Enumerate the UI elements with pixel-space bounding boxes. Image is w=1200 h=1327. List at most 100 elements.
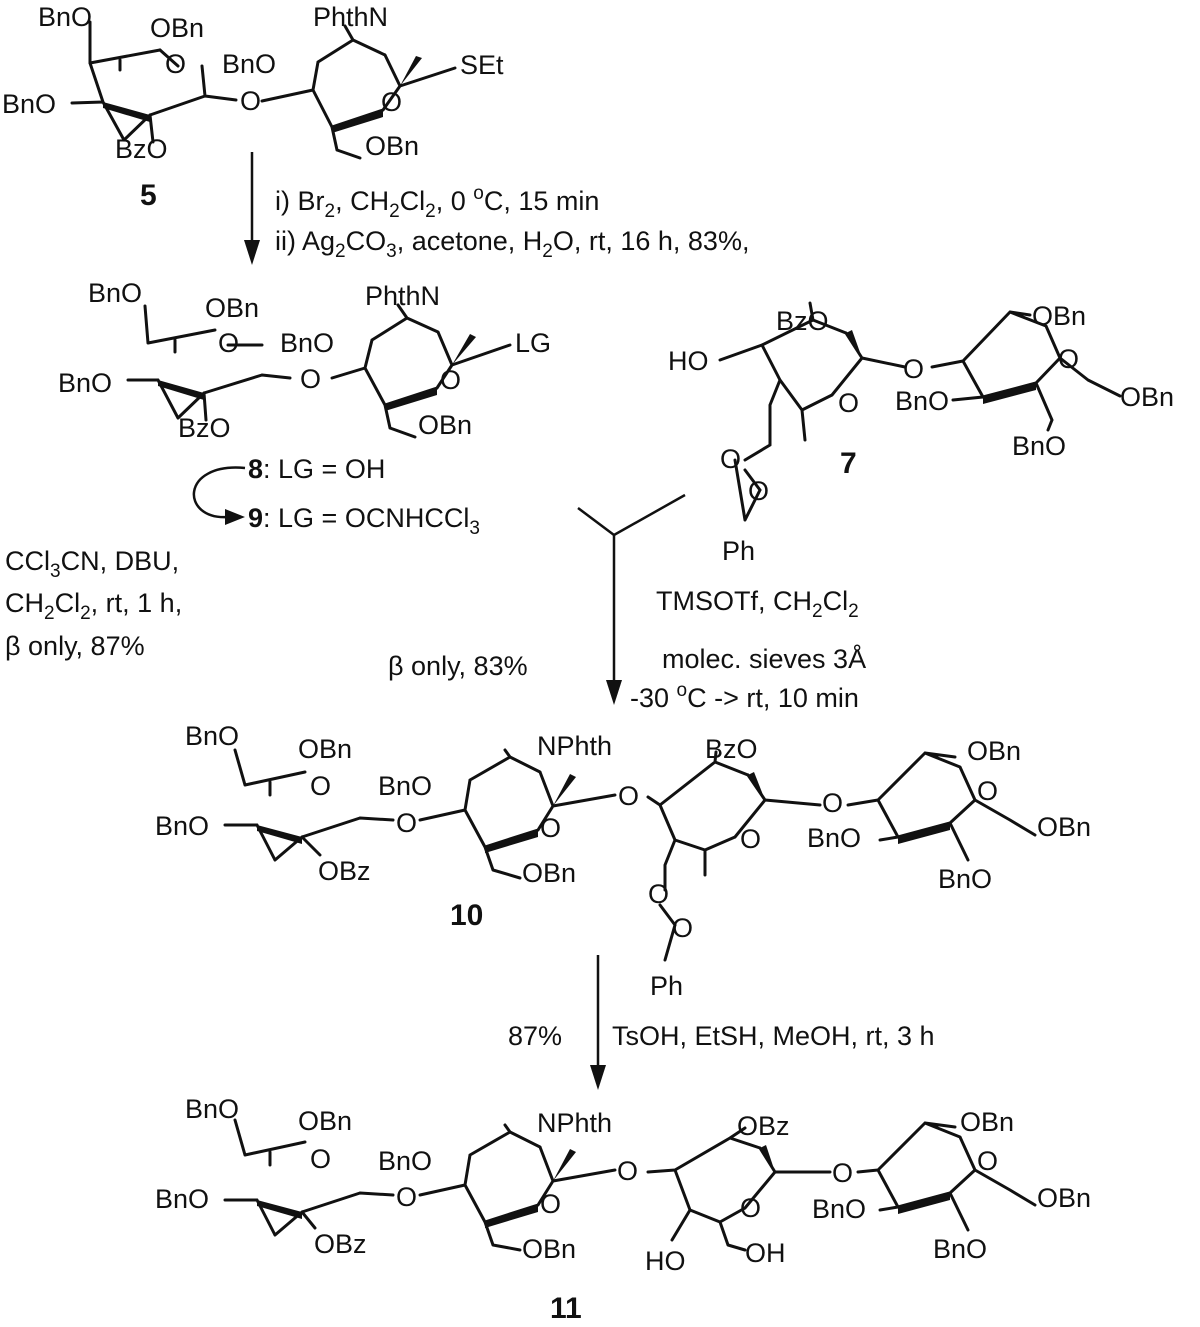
condition-glyco-line-1: TMSOTf, CH2Cl2: [656, 586, 859, 622]
c7-label-OBn-top: OBn: [1032, 301, 1086, 331]
c8-ring-O-glcn: O: [440, 365, 461, 395]
c10-ring-O-man: O: [740, 824, 761, 854]
c10-ring-O-gal: O: [310, 771, 331, 801]
conditions-imidate: CCl3CN, DBU, CH2Cl2, rt, 1 h, β only, 87…: [5, 546, 182, 661]
c8-label-PhthN: PhthN: [365, 281, 440, 311]
c10-glycosidic-O-3: O: [822, 788, 843, 818]
c8-label-OBn-bottom: OBn: [418, 410, 472, 440]
compound-8-9: BnO OBn O BnO BzO O PhthN BnO LG O OBn: [58, 278, 551, 443]
c10-label-BnO-left: BnO: [155, 811, 209, 841]
condition-beta-83: β only, 83%: [388, 651, 528, 681]
c7-glycosidic-O: O: [903, 354, 924, 384]
c8-glycosidic-O: O: [300, 364, 321, 394]
c11-label-NPhth: NPhth: [537, 1108, 612, 1138]
compound-number-5: 5: [140, 179, 157, 212]
c10-label-Ph: Ph: [650, 971, 683, 1001]
c8-label-OBn-top: OBn: [205, 293, 259, 323]
c11-label-OBz: OBz: [314, 1229, 367, 1259]
c11-glycosidic-O-1: O: [396, 1182, 417, 1212]
c11-ring-O-glcn: O: [540, 1189, 561, 1219]
lg-definition-8: 8: LG = OH: [248, 454, 385, 484]
c7-ring-O-glc: O: [1058, 344, 1079, 374]
compound-11: BnO OBn O BnO OBz O NPhth BnO O OBn O OB…: [155, 1094, 1091, 1325]
c11-label-OH: OH: [745, 1238, 786, 1268]
c5-label-OBn-bottom: OBn: [365, 131, 419, 161]
svg-text:CCl3CN, DBU,: CCl3CN, DBU,: [5, 546, 179, 582]
condition-glyco-line-3: -30 oC -> rt, 10 min: [630, 680, 859, 713]
c10-label-OBn-anomeric: OBn: [1037, 812, 1091, 842]
c10-label-NPhth: NPhth: [537, 731, 612, 761]
c7-label-BzO: BzO: [776, 306, 829, 336]
c10-acetal-O2: O: [672, 913, 693, 943]
condition-yield-87: 87%: [508, 1021, 562, 1051]
c11-ring-O-gal: O: [310, 1144, 331, 1174]
c11-label-BnO-glc-bottom: BnO: [933, 1234, 987, 1264]
compound-number-11: 11: [550, 1292, 582, 1325]
c7-label-BnO-bottom: BnO: [1012, 431, 1066, 461]
c8-label-LG: LG: [515, 328, 551, 358]
lg-definitions: 8: LG = OH 9: LG = OCNHCCl3: [192, 454, 480, 539]
c5-ring-O-glcn: O: [381, 87, 402, 117]
condition-step-1: i) Br2, CH2Cl2, 0 oC, 15 min: [275, 183, 599, 222]
c5-label-PhthN: PhthN: [313, 2, 388, 32]
c11-label-BnO-glc-left: BnO: [812, 1194, 866, 1224]
svg-text:β only, 87%: β only, 87%: [5, 631, 145, 661]
c11-ring-O-man: O: [740, 1193, 761, 1223]
c10-ring-O-glc: O: [977, 776, 998, 806]
c11-label-BnO-top: BnO: [185, 1094, 239, 1124]
c10-label-OBn-glcn: OBn: [522, 858, 576, 888]
c11-label-OBz-man: OBz: [737, 1111, 790, 1141]
c10-label-OBz: OBz: [318, 856, 371, 886]
compound-5: BnO OBn O BnO BzO O PhthN BnO SEt O OBn …: [2, 2, 504, 212]
c10-glycosidic-O-2: O: [618, 781, 639, 811]
c11-label-OBn-glcn: OBn: [522, 1234, 576, 1264]
c10-label-BnO-top: BnO: [185, 721, 239, 751]
svg-text:CH2Cl2, rt, 1 h,: CH2Cl2, rt, 1 h,: [5, 588, 182, 624]
c7-label-OBn-anomeric: OBn: [1120, 382, 1174, 412]
c5-label-BnO-left: BnO: [2, 89, 56, 119]
c10-label-OBn-glc-top: OBn: [967, 736, 1021, 766]
c5-label-SEt: SEt: [460, 50, 504, 80]
c11-label-OBn-top: OBn: [298, 1106, 352, 1136]
c11-label-HO: HO: [645, 1246, 686, 1276]
c10-label-BnO-glc-bottom: BnO: [938, 864, 992, 894]
c5-label-BnO-glcn: BnO: [222, 49, 276, 79]
c7-label-BnO-left: BnO: [895, 386, 949, 416]
compound-number-7: 7: [840, 447, 857, 480]
c5-ring-O-gal: O: [165, 49, 186, 79]
compound-10: BnO OBn O BnO OBz O NPhth BnO O OBn O Bz…: [155, 721, 1091, 1001]
c11-label-OBn-anomeric: OBn: [1037, 1183, 1091, 1213]
c7-acetal-O1: O: [720, 444, 741, 474]
c8-label-BnO-glcn: BnO: [280, 328, 334, 358]
condition-step-2: ii) Ag2CO3, acetone, H2O, rt, 16 h, 83%,: [275, 226, 749, 262]
c11-label-BnO-left: BnO: [155, 1184, 209, 1214]
c7-label-Ph: Ph: [722, 536, 755, 566]
condition-glyco-line-2: molec. sieves 3Å: [662, 643, 866, 674]
c11-glycosidic-O-3: O: [832, 1158, 853, 1188]
c11-glycosidic-O-2: O: [617, 1156, 638, 1186]
c10-acetal-O1: O: [648, 879, 669, 909]
arrow-step-1: [244, 152, 260, 265]
c5-label-BnO-top: BnO: [38, 2, 92, 32]
c8-ring-O-gal: O: [218, 328, 239, 358]
c7-label-HO: HO: [668, 346, 709, 376]
c11-label-BnO-glcn: BnO: [378, 1146, 432, 1176]
c7-acetal-O2: O: [748, 476, 769, 506]
c10-glycosidic-O-1: O: [396, 808, 417, 838]
c10-ring-O-glcn: O: [540, 813, 561, 843]
c10-label-OBn-top: OBn: [298, 734, 352, 764]
c5-glycosidic-O: O: [240, 86, 261, 116]
compound-7: BzO HO O O O O Ph OBn O OBn BnO BnO 7: [668, 301, 1174, 566]
c5-label-BzO: BzO: [115, 134, 168, 164]
curved-arrow-8-to-9: [192, 466, 246, 519]
c7-ring-O-gal: O: [838, 388, 859, 418]
arrow-glycosylation: [577, 493, 686, 705]
c11-ring-O-glc: O: [977, 1146, 998, 1176]
c10-label-BzO: BzO: [705, 734, 758, 764]
c5-label-OBn-top: OBn: [150, 13, 204, 43]
condition-deprotection: TsOH, EtSH, MeOH, rt, 3 h: [612, 1021, 935, 1051]
c10-label-BnO-glcn: BnO: [378, 771, 432, 801]
compound-number-10: 10: [450, 899, 483, 932]
lg-definition-9: 9: LG = OCNHCCl3: [248, 503, 480, 539]
